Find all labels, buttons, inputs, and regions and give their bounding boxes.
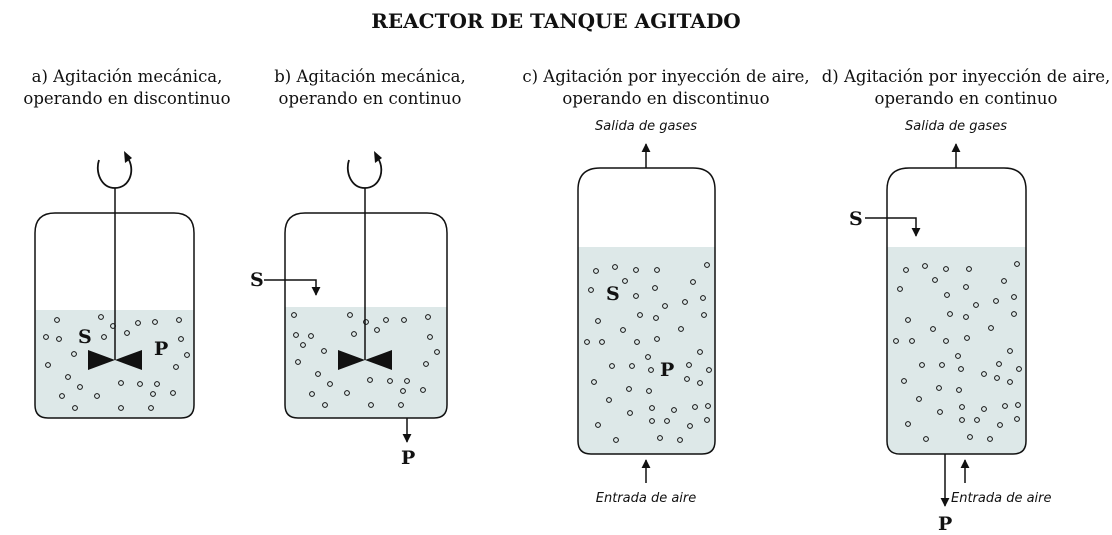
panel-d-caption-line2: operando en continuo xyxy=(875,89,1058,108)
product-label: P xyxy=(938,513,952,535)
panel-b-caption-line1: b) Agitación mecánica, xyxy=(274,67,466,86)
liquid-phase xyxy=(285,307,447,418)
panel-d-caption-line1: d) Agitación por inyección de aire, xyxy=(822,67,1111,86)
substrate-label: S xyxy=(849,208,863,230)
panel-a: a) Agitación mecánica, operando en disco… xyxy=(23,67,231,419)
tank-vessel xyxy=(284,212,448,419)
bubbles-c xyxy=(584,262,712,443)
tank-vessel xyxy=(34,212,195,419)
liquid-phase xyxy=(578,247,715,454)
panel-b-caption-line2: operando en continuo xyxy=(279,89,462,108)
rotation-arrowhead-icon xyxy=(374,151,382,163)
feed-inlet-arrow xyxy=(865,217,921,237)
tank-vessel xyxy=(886,167,1027,455)
substrate-label: S xyxy=(250,269,264,291)
tank-vessel xyxy=(577,167,716,455)
product-label: P xyxy=(660,359,674,381)
rotation-arrow-icon xyxy=(96,159,133,189)
substrate-label: S xyxy=(78,326,92,348)
panel-c: c) Agitación por inyección de aire, oper… xyxy=(522,67,809,506)
substrate-label: S xyxy=(606,283,620,305)
panel-a-caption-line1: a) Agitación mecánica, xyxy=(32,67,223,86)
panel-a-caption-line2: operando en discontinuo xyxy=(23,89,230,108)
air-inlet-label: Entrada de aire xyxy=(951,491,1052,506)
bubbles-d xyxy=(893,261,1022,442)
rotation-arrow-icon xyxy=(346,159,383,189)
panel-c-caption-line1: c) Agitación por inyección de aire, xyxy=(522,67,809,86)
bubbles-a xyxy=(43,314,190,411)
panel-c-caption-line2: operando en discontinuo xyxy=(562,89,769,108)
air-inlet-label: Entrada de aire xyxy=(596,491,697,506)
gas-outlet-label: Salida de gases xyxy=(595,119,697,134)
panel-b: b) Agitación mecánica, operando en conti… xyxy=(250,67,466,469)
liquid-phase xyxy=(35,310,194,418)
product-label: P xyxy=(154,338,168,360)
bubbles-b xyxy=(291,312,440,408)
gas-outlet-label: Salida de gases xyxy=(905,119,1007,134)
feed-inlet-arrow xyxy=(264,279,321,296)
impeller-icon xyxy=(338,350,392,370)
product-label: P xyxy=(401,447,415,469)
panel-d: d) Agitación por inyección de aire, oper… xyxy=(822,67,1111,535)
liquid-phase xyxy=(887,247,1026,454)
rotation-arrowhead-icon xyxy=(124,151,132,163)
figure-title: REACTOR DE TANQUE AGITADO xyxy=(371,9,740,33)
impeller-icon xyxy=(88,350,142,370)
